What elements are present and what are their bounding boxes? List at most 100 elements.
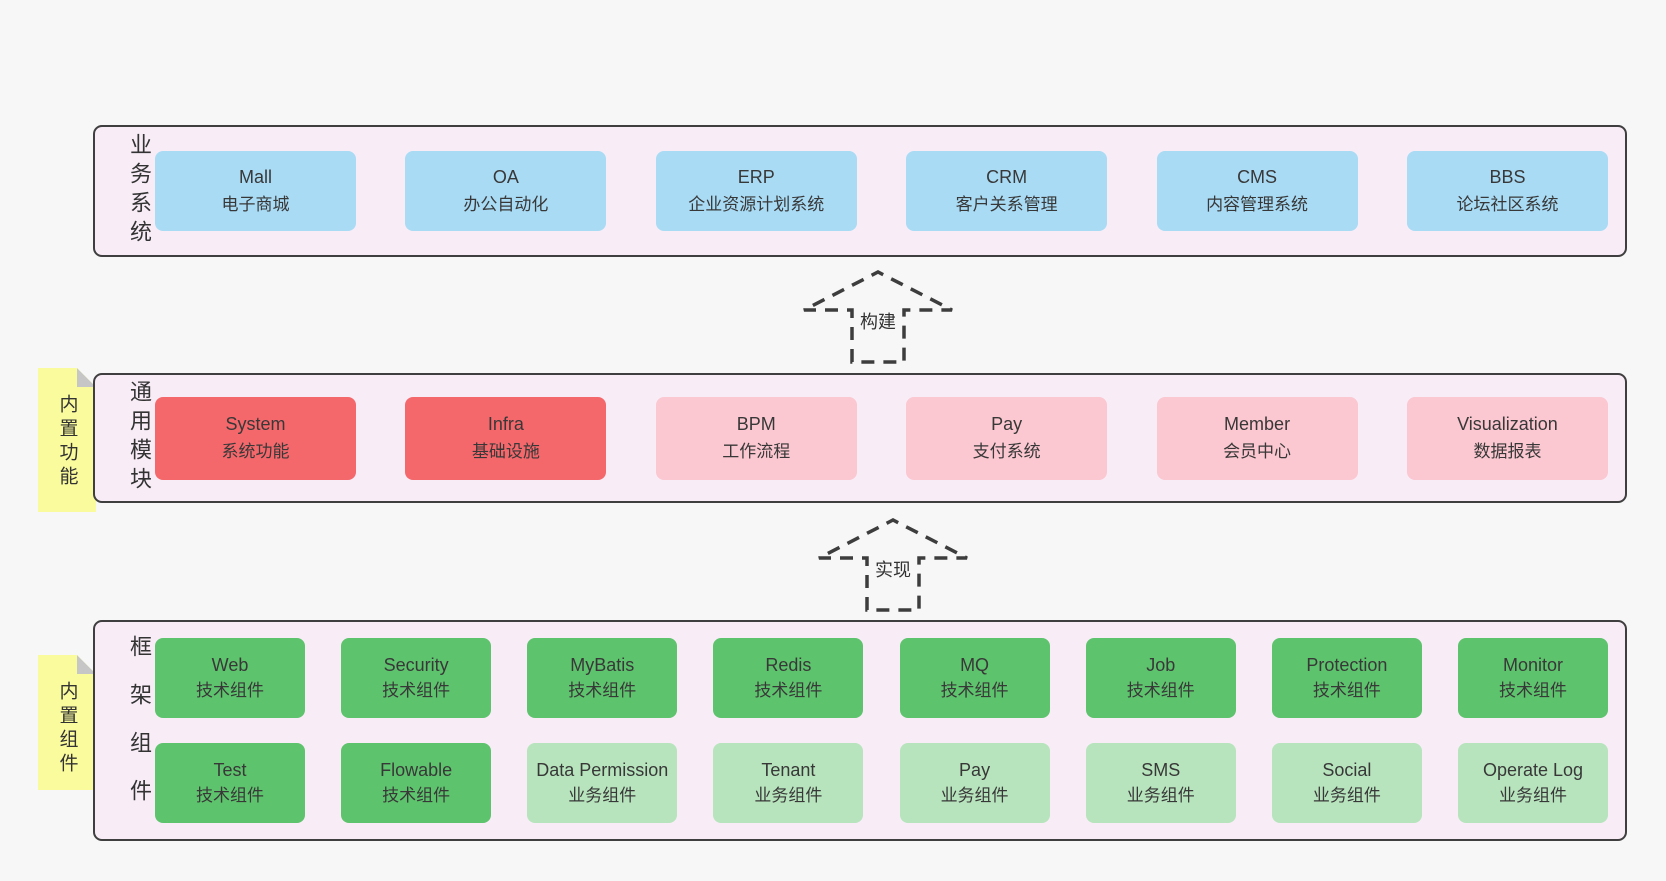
module-box-crm: CRM 客户关系管理 <box>906 151 1108 231</box>
sticky-tag-builtin-components: 内置组件 <box>38 655 96 790</box>
box-subtitle: 电子商城 <box>221 195 290 214</box>
box-subtitle: 技术组件 <box>940 681 1009 700</box>
box-title: Security <box>383 655 449 675</box>
box-subtitle: 技术组件 <box>382 786 451 805</box>
layer-framework-components: 框架组件 Web 技术组件 Security 技术组件 MyBatis 技术组件… <box>93 620 1627 841</box>
arrow-label: 构建 <box>855 306 901 336</box>
box-subtitle: 技术组件 <box>568 681 637 700</box>
box-subtitle: 技术组件 <box>1312 681 1381 700</box>
box-title: Web <box>211 655 249 675</box>
component-box-mybatis: MyBatis 技术组件 <box>527 638 678 718</box>
box-title: Monitor <box>1502 655 1563 675</box>
box-subtitle: 支付系统 <box>972 442 1041 461</box>
layer-business-systems: 业务系统 Mall 电子商城 OA 办公自动化 ERP 企业资源计划系统 CRM… <box>93 125 1627 257</box>
layer-label: 通用模块 <box>127 380 152 496</box>
module-box-infra: Infra 基础设施 <box>405 396 607 480</box>
box-title: Test <box>213 760 247 780</box>
box-title: BPM <box>736 414 776 434</box>
box-title: Infra <box>487 414 524 434</box>
component-row-1: Web 技术组件 Security 技术组件 MyBatis 技术组件 Redi… <box>155 638 1608 718</box>
box-subtitle: 客户关系管理 <box>955 195 1058 214</box>
layer-common-modules: 通用模块 System 系统功能 Infra 基础设施 BPM 工作流程 Pay… <box>93 373 1627 503</box>
layer-label: 业务系统 <box>127 133 152 249</box>
component-box-tenant: Tenant 业务组件 <box>713 743 864 823</box>
box-subtitle: 企业资源计划系统 <box>688 195 825 214</box>
component-box-mq: MQ 技术组件 <box>899 638 1050 718</box>
module-box-system: System 系统功能 <box>155 396 356 480</box>
box-subtitle: 会员中心 <box>1223 442 1292 461</box>
box-subtitle: 论坛社区系统 <box>1456 195 1559 214</box>
box-title: Operate Log <box>1482 760 1584 780</box>
module-box-erp: ERP 企业资源计划系统 <box>655 151 857 231</box>
component-box-social: Social 业务组件 <box>1271 743 1422 823</box>
framework-component-rows: Web 技术组件 Security 技术组件 MyBatis 技术组件 Redi… <box>155 638 1625 823</box>
up-arrow-icon <box>803 270 953 364</box>
dashed-up-arrow-implement: 实现 <box>813 514 973 614</box>
box-title: Social <box>1322 760 1372 780</box>
box-title: MyBatis <box>570 655 635 675</box>
box-title: Mall <box>238 167 272 187</box>
box-title: Flowable <box>380 760 453 780</box>
component-box-redis: Redis 技术组件 <box>713 638 864 718</box>
box-title: ERP <box>737 167 775 187</box>
box-subtitle: 内容管理系统 <box>1206 195 1309 214</box>
box-title: System <box>225 414 286 434</box>
component-box-flowable: Flowable 技术组件 <box>341 743 492 823</box>
box-title: CRM <box>986 167 1028 187</box>
component-box-test: Test 技术组件 <box>155 743 305 823</box>
module-box-pay: Pay 支付系统 <box>906 396 1108 480</box>
sticky-tag-label: 内置组件 <box>56 681 78 777</box>
component-box-monitor: Monitor 技术组件 <box>1457 638 1608 718</box>
module-box-mall: Mall 电子商城 <box>155 151 356 231</box>
box-subtitle: 技术组件 <box>1126 681 1195 700</box>
box-subtitle: 业务组件 <box>754 786 823 805</box>
common-module-boxes: System 系统功能 Infra 基础设施 BPM 工作流程 Pay 支付系统… <box>155 396 1625 480</box>
box-title: CMS <box>1237 167 1278 187</box>
box-subtitle: 数据报表 <box>1473 442 1542 461</box>
dashed-up-arrow-build: 构建 <box>798 266 958 366</box>
box-title: Tenant <box>761 760 816 780</box>
box-subtitle: 办公自动化 <box>463 195 549 214</box>
arrow-label: 实现 <box>870 554 916 584</box>
box-title: MQ <box>960 655 990 675</box>
box-subtitle: 基础设施 <box>471 442 540 461</box>
box-subtitle: 业务组件 <box>1126 786 1195 805</box>
box-subtitle: 技术组件 <box>1498 681 1567 700</box>
component-box-security: Security 技术组件 <box>341 638 492 718</box>
box-subtitle: 技术组件 <box>196 681 264 700</box>
module-box-bbs: BBS 论坛社区系统 <box>1406 151 1608 231</box>
business-system-boxes: Mall 电子商城 OA 办公自动化 ERP 企业资源计划系统 CRM 客户关系… <box>155 151 1625 231</box>
box-subtitle: 业务组件 <box>1312 786 1381 805</box>
layer-label: 框架组件 <box>127 634 152 827</box>
box-subtitle: 业务组件 <box>568 786 637 805</box>
box-title: BBS <box>1489 167 1526 187</box>
box-subtitle: 技术组件 <box>382 681 451 700</box>
component-box-web: Web 技术组件 <box>155 638 305 718</box>
box-subtitle: 业务组件 <box>1498 786 1567 805</box>
component-box-pay: Pay 业务组件 <box>899 743 1050 823</box>
box-title: Redis <box>765 655 812 675</box>
component-row-2: Test 技术组件 Flowable 技术组件 Data Permission … <box>155 743 1608 823</box>
box-subtitle: 业务组件 <box>940 786 1009 805</box>
box-title: SMS <box>1141 760 1181 780</box>
module-box-bpm: BPM 工作流程 <box>655 396 857 480</box>
component-box-operate-log: Operate Log 业务组件 <box>1457 743 1608 823</box>
component-box-data-permission: Data Permission 业务组件 <box>527 743 678 823</box>
box-title: Job <box>1146 655 1176 675</box>
component-box-sms: SMS 业务组件 <box>1085 743 1236 823</box>
component-box-protection: Protection 技术组件 <box>1271 638 1422 718</box>
sticky-tag-builtin-features: 内置功能 <box>38 368 96 512</box>
box-title: Data Permission <box>536 760 669 780</box>
box-subtitle: 技术组件 <box>754 681 823 700</box>
box-title: Pay <box>991 414 1023 434</box>
box-title: Member <box>1224 414 1291 434</box>
box-subtitle: 系统功能 <box>221 442 290 461</box>
box-title: OA <box>492 167 519 187</box>
box-subtitle: 工作流程 <box>722 442 791 461</box>
module-box-cms: CMS 内容管理系统 <box>1156 151 1358 231</box>
sticky-tag-label: 内置功能 <box>56 394 78 490</box>
box-subtitle: 技术组件 <box>196 786 264 805</box>
up-arrow-icon <box>818 518 968 612</box>
box-title: Protection <box>1306 655 1388 675</box>
